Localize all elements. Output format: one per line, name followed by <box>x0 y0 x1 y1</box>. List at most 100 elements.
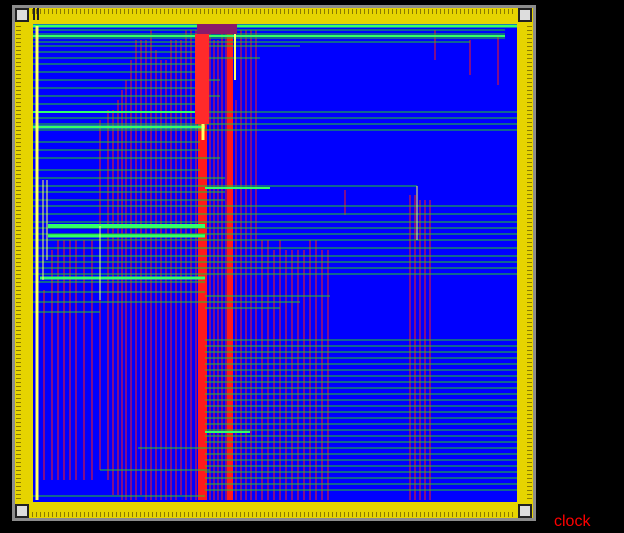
pad-pin <box>468 512 469 517</box>
pad-pin <box>16 118 21 119</box>
pad-pin <box>292 9 293 14</box>
pad-pin <box>164 9 165 14</box>
pad-pin <box>527 82 532 83</box>
pad-pin <box>244 512 245 517</box>
pad-pin <box>404 9 405 14</box>
pad-pin <box>16 114 21 115</box>
pad-pin <box>108 512 109 517</box>
pad-pin <box>527 210 532 211</box>
pad-pin <box>16 46 21 47</box>
pad-pin <box>16 50 21 51</box>
pad-pin <box>424 512 425 517</box>
pad-pin <box>372 9 373 14</box>
pad-pin <box>240 512 241 517</box>
pad-pin <box>264 512 265 517</box>
pad-pin <box>444 512 445 517</box>
pad-pin <box>527 362 532 363</box>
pad-pin <box>492 512 493 517</box>
pad-pin <box>16 258 21 259</box>
pad-pin <box>328 9 329 14</box>
pad-pin <box>16 342 21 343</box>
pad-pin <box>527 94 532 95</box>
pad-pin <box>36 9 37 14</box>
pad-pin <box>400 9 401 14</box>
pad-pin <box>180 512 181 517</box>
pad-pin <box>527 294 532 295</box>
pad-pin <box>180 9 181 14</box>
pad-pin <box>496 9 497 14</box>
pad-pin <box>527 426 532 427</box>
pad-pin <box>68 9 69 14</box>
pad-pin <box>352 512 353 517</box>
pad-pin <box>80 512 81 517</box>
pad-pin <box>320 512 321 517</box>
pad-pin <box>264 9 265 14</box>
pad-pin <box>452 9 453 14</box>
pad-pin <box>400 512 401 517</box>
pad-pin <box>527 222 532 223</box>
pad-pin <box>527 422 532 423</box>
pad-pin <box>392 9 393 14</box>
pad-pin <box>16 174 21 175</box>
pad-pin <box>16 462 21 463</box>
pad-pin <box>527 394 532 395</box>
pad-pin <box>156 9 157 14</box>
pad-pin <box>316 9 317 14</box>
pad-pin <box>527 198 532 199</box>
pad-pin <box>32 512 33 517</box>
pad-pin <box>16 98 21 99</box>
pad-pin <box>527 214 532 215</box>
pad-pin <box>16 350 21 351</box>
pad-pin <box>472 9 473 14</box>
pad-pin <box>527 366 532 367</box>
pad-pin <box>527 414 532 415</box>
pad-pin <box>16 366 21 367</box>
pad-pin <box>16 30 21 31</box>
pad-pin <box>527 338 532 339</box>
pad-pin <box>384 512 385 517</box>
pad-pin <box>268 9 269 14</box>
pad-pin <box>236 512 237 517</box>
pad-pin <box>527 130 532 131</box>
pad-pin <box>16 266 21 267</box>
pad-pin <box>16 238 21 239</box>
pad-pin <box>344 9 345 14</box>
pad-pin <box>527 310 532 311</box>
pad-pin <box>16 94 21 95</box>
pad-pin <box>464 512 465 517</box>
pad-pin <box>16 398 21 399</box>
pad-pin <box>120 9 121 14</box>
pad-pin <box>452 512 453 517</box>
pad-pin <box>356 512 357 517</box>
pad-pin <box>64 512 65 517</box>
pad-pin <box>412 9 413 14</box>
pad-pin <box>248 512 249 517</box>
pad-pin <box>312 9 313 14</box>
pad-pin <box>527 398 532 399</box>
pad-pin <box>16 486 21 487</box>
pad-pin <box>16 354 21 355</box>
pad-pin <box>16 406 21 407</box>
pad-pin <box>16 290 21 291</box>
pad-pin <box>288 9 289 14</box>
pad-pin <box>344 512 345 517</box>
pad-pin <box>527 438 532 439</box>
pad-pin <box>527 202 532 203</box>
pad-pin <box>16 446 21 447</box>
pad-pin <box>16 426 21 427</box>
pad-pin <box>527 418 532 419</box>
pad-pin <box>527 70 532 71</box>
pad-pin <box>527 106 532 107</box>
pad-pin <box>48 512 49 517</box>
pad-pin <box>527 282 532 283</box>
pad-pin <box>500 512 501 517</box>
pad-pin <box>380 512 381 517</box>
pad-pin <box>527 230 532 231</box>
pad-pin <box>527 406 532 407</box>
pad-pin <box>16 322 21 323</box>
pad-pin <box>124 512 125 517</box>
pad-pin <box>188 9 189 14</box>
pad-pin <box>16 142 21 143</box>
pad-pin <box>16 186 21 187</box>
pad-pin <box>84 9 85 14</box>
